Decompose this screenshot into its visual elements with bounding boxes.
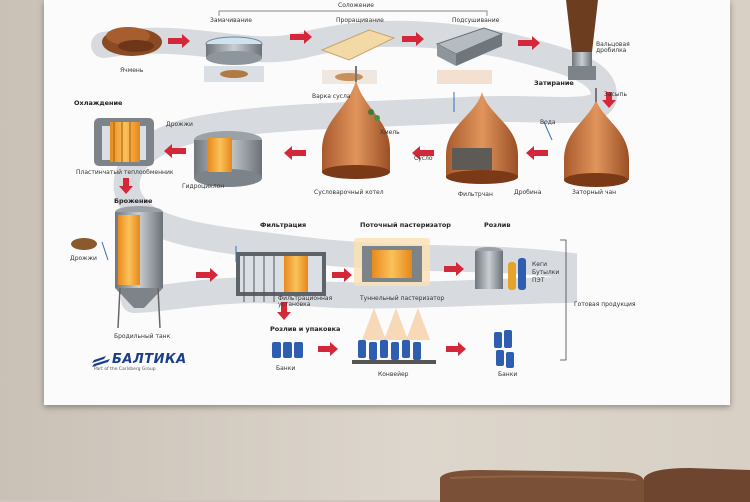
keg-and-pet-bottles bbox=[475, 247, 526, 290]
label-podsushivanie: Подсушивание bbox=[452, 17, 500, 24]
arrow-13 bbox=[444, 262, 464, 276]
arrow-6 bbox=[526, 146, 548, 160]
tunnel-pasteurizer-bottles bbox=[362, 308, 430, 340]
lauter-tun bbox=[446, 92, 518, 184]
hydrocyclone bbox=[194, 131, 262, 187]
logo-text: БАЛТИКА bbox=[112, 352, 187, 367]
arrow-1 bbox=[168, 34, 190, 48]
label-brodilny: Бродильный танк bbox=[114, 333, 171, 340]
label-drozhzhi-top: Дрожжи bbox=[166, 121, 193, 128]
kiln-tray bbox=[435, 27, 504, 84]
label-zatiranie: Затирание bbox=[534, 79, 574, 87]
label-rozliv-upakovka: Розлив и упаковка bbox=[270, 325, 341, 333]
label-filtrchan: Фильтрчан bbox=[458, 191, 493, 198]
label-kegi: Кеги bbox=[532, 261, 548, 268]
arrow-5 bbox=[602, 92, 616, 108]
yeast-pile bbox=[71, 238, 97, 250]
arrow-7 bbox=[412, 146, 434, 160]
label-filtratsiya: Фильтрация bbox=[260, 221, 307, 229]
brewing-process-poster: Соложение Замачивание Проращивание Подсу… bbox=[44, 0, 730, 405]
arrow-9 bbox=[164, 144, 186, 158]
process-diagram bbox=[71, 0, 629, 368]
label-suslovarochny: Сусловарочный котел bbox=[314, 189, 384, 196]
label-valtsovaya: Вальцовая дробилка bbox=[596, 41, 630, 54]
input-lines bbox=[101, 92, 553, 262]
arrow-15 bbox=[318, 342, 338, 356]
label-plastinchaty: Пластинчатый теплообменник bbox=[76, 169, 174, 176]
logo-subtitle: Part of the Carlsberg Group bbox=[94, 367, 156, 372]
label-zatorny: Заторный чан bbox=[572, 189, 617, 196]
label-rozliv: Розлив bbox=[484, 221, 511, 229]
process-path bbox=[91, 20, 618, 313]
filtration-unit bbox=[236, 252, 326, 302]
label-zamachivanie: Замачивание bbox=[210, 17, 252, 24]
label-filtratsionnaya: Фильтрационная установка bbox=[278, 295, 333, 308]
label-banki: Банки bbox=[276, 365, 296, 372]
arrow-14 bbox=[277, 302, 291, 320]
arrow-11 bbox=[196, 268, 218, 282]
arrow-16 bbox=[446, 342, 466, 356]
arrow-8 bbox=[284, 146, 306, 160]
label-potochny: Поточный пастеризатор bbox=[360, 221, 451, 229]
label-yachmen: Ячмень bbox=[120, 67, 144, 74]
flash-pasteurizer bbox=[354, 238, 430, 286]
flow-arrows bbox=[119, 30, 616, 356]
cans-group-right bbox=[494, 330, 514, 368]
label-hmel: Хмель bbox=[380, 129, 400, 136]
arrow-10 bbox=[119, 178, 133, 194]
label-varka-susla: Варка сусла bbox=[312, 93, 351, 100]
label-drozhzhi: Дрожжи bbox=[70, 255, 97, 262]
label-susla: Сусло bbox=[414, 155, 433, 162]
label-brozhenie: Брожение bbox=[114, 197, 153, 205]
label-voda: Вода bbox=[540, 119, 556, 126]
steeping-tank bbox=[204, 36, 264, 82]
label-soloshenie: Соложение bbox=[338, 2, 374, 9]
sofa bbox=[440, 468, 750, 502]
label-ohlazhdenie: Охлаждение bbox=[74, 99, 123, 107]
fermentation-tank bbox=[115, 206, 163, 329]
label-butylki: Бутылки bbox=[532, 269, 560, 276]
label-konveyer: Конвейер bbox=[378, 371, 409, 378]
label-zasyp: Засыпь bbox=[604, 91, 628, 98]
malt-mill bbox=[566, 0, 598, 80]
baltika-logo-mark bbox=[92, 356, 110, 367]
label-tunnelny: Туннельный пастеризатор bbox=[360, 295, 445, 302]
arrow-4 bbox=[518, 36, 540, 50]
label-drobina: Дробина bbox=[514, 189, 542, 196]
label-pet: ПЭТ bbox=[532, 277, 545, 284]
soloshenie-bracket bbox=[218, 10, 488, 16]
wort-kettle bbox=[322, 66, 390, 179]
arrow-12 bbox=[332, 268, 352, 282]
label-gotovaya: Готовая продукция bbox=[574, 301, 636, 308]
label-gidrotsiklon: Гидроциклон bbox=[182, 183, 225, 190]
arrow-2 bbox=[290, 30, 312, 44]
plate-heat-exchanger bbox=[94, 118, 154, 166]
finished-product-bracket bbox=[560, 239, 567, 361]
conveyor bbox=[352, 340, 436, 364]
cans-group-left bbox=[272, 342, 303, 358]
label-banki2: Банки bbox=[498, 371, 518, 378]
label-prorashivanie: Проращивание bbox=[336, 17, 384, 24]
barley-pile bbox=[102, 27, 162, 56]
arrow-3 bbox=[402, 32, 424, 46]
mash-tun bbox=[564, 88, 629, 187]
